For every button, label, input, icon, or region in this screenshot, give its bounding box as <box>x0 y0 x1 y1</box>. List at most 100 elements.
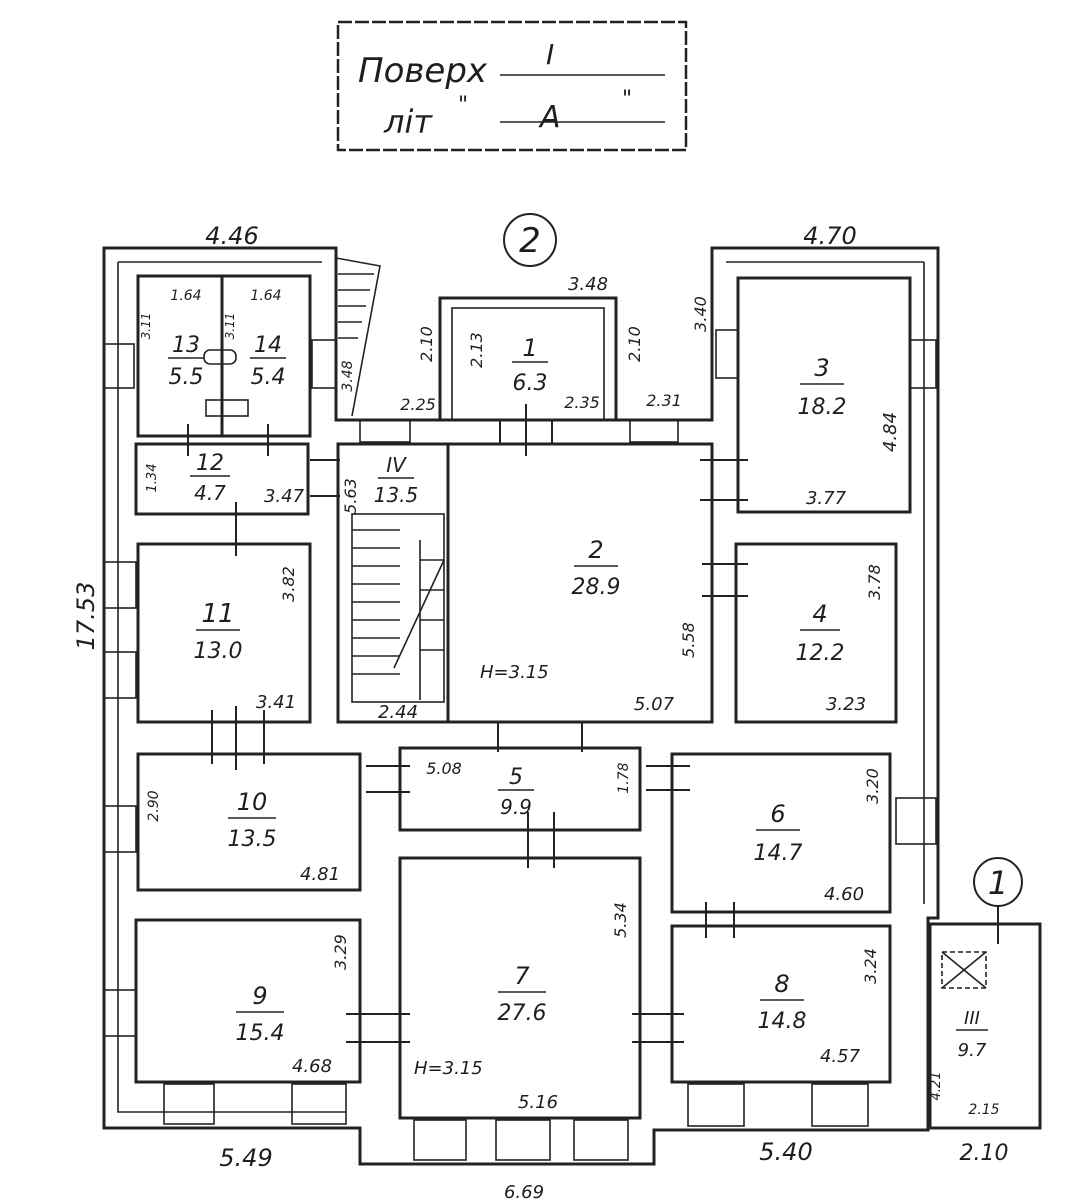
room-5-number: 5 <box>509 765 523 790</box>
room-1-walls <box>438 296 618 422</box>
dim-IV-bottom: 2.44 <box>378 702 418 723</box>
dim-bottom-left: 5.49 <box>219 1144 272 1172</box>
dim-bottom-center: 6.69 <box>504 1182 544 1200</box>
dim-3-right: 4.84 <box>880 412 901 452</box>
dim-7-right: 5.34 <box>611 902 630 938</box>
bathroom-fixtures <box>203 349 249 417</box>
dim-10-left: 2.90 <box>146 790 162 821</box>
room-4-walls <box>734 542 898 724</box>
dim-6-bottom: 4.60 <box>824 884 864 905</box>
room-11-walls <box>136 542 312 724</box>
dim-12-width: 3.47 <box>264 486 305 507</box>
room-III-area: 9.7 <box>958 1040 987 1061</box>
room-5-walls <box>398 746 642 832</box>
room-7-number: 7 <box>514 962 530 990</box>
dim-11-bottom: 3.41 <box>256 692 296 713</box>
room-4-number: 4 <box>812 600 827 628</box>
top-stair <box>335 257 381 417</box>
dim-1-bottom: 2.35 <box>564 393 600 412</box>
room-12-walls <box>134 442 310 516</box>
dim-13-height: 3.11 <box>139 313 153 340</box>
dim-8-right: 3.24 <box>861 948 880 984</box>
room-13-number: 13 <box>172 333 200 358</box>
doors <box>187 404 890 1043</box>
room-5-area: 9.9 <box>500 795 532 819</box>
floor-stamp: Поверх I літ " А " <box>336 20 688 152</box>
room-10-walls <box>136 752 362 892</box>
inner-stair <box>351 513 445 703</box>
dim-12-height: 1.34 <box>145 464 160 493</box>
window-icon <box>909 339 937 389</box>
room-2-area: 28.9 <box>572 575 621 600</box>
dim-bottom-annex: 2.10 <box>960 1141 1009 1166</box>
room-7-height: H=3.15 <box>414 1058 483 1079</box>
dim-5-width: 5.08 <box>426 759 462 778</box>
ditto-mark: " <box>458 93 468 118</box>
ditto-mark-2: " <box>622 87 632 112</box>
entrance-markers: 2 1 <box>503 213 1023 944</box>
room-7-area: 27.6 <box>498 1001 547 1026</box>
room-3-walls <box>736 276 912 514</box>
window-icon <box>103 343 135 389</box>
room-6-area: 14.7 <box>754 841 803 866</box>
window-icon <box>103 651 137 699</box>
dim-III-height: 4.21 <box>929 1072 944 1101</box>
room-2-height: H=3.15 <box>480 662 549 683</box>
dim-4-right: 3.78 <box>865 564 884 600</box>
window-icon <box>687 1083 745 1127</box>
floor-label: Поверх <box>358 51 488 91</box>
dim-9-bottom: 4.68 <box>292 1056 332 1077</box>
rooms <box>134 274 1042 1130</box>
window-icon <box>495 1119 551 1161</box>
room-10-area: 13.5 <box>228 827 277 852</box>
room-6-walls <box>670 752 892 914</box>
outer-walls <box>102 246 940 1166</box>
floor-value: I <box>546 38 554 71</box>
dim-13-width: 1.64 <box>170 288 201 304</box>
room-12-area: 4.7 <box>194 481 226 505</box>
dim-5-height: 1.78 <box>616 762 632 793</box>
room-14-number: 14 <box>254 333 282 358</box>
dim-1-right-wall: 2.31 <box>646 391 682 410</box>
room-11-area: 13.0 <box>194 639 243 664</box>
window-icon <box>715 329 739 379</box>
dim-9-right: 3.29 <box>331 934 350 970</box>
windows <box>103 329 937 1161</box>
letter-label: літ <box>383 103 433 141</box>
dim-1-left-wall: 2.25 <box>400 395 436 414</box>
dim-bottom-right: 5.40 <box>759 1138 812 1166</box>
letter-value: А <box>538 100 561 135</box>
entrance-2-circle <box>503 213 557 267</box>
room-6-number: 6 <box>770 800 785 828</box>
dim-stair-top: 3.48 <box>340 360 356 391</box>
dim-4-bottom: 3.23 <box>826 694 866 715</box>
room-labels: 13 5.5 14 5.4 1 6.3 3 18.2 12 4.7 IV 13.… <box>168 333 988 1079</box>
dimension-labels: 4.46 4.70 17.53 5.49 5.40 2.10 6.69 1.64… <box>72 222 1008 1200</box>
dim-2-right: 5.58 <box>679 622 698 658</box>
dim-left-height: 17.53 <box>72 582 100 651</box>
room-11-number: 11 <box>201 599 234 629</box>
room-9-walls <box>134 918 362 1084</box>
window-icon <box>311 339 337 389</box>
dim-1-outer-left: 2.10 <box>417 326 436 362</box>
room-4-area: 12.2 <box>796 641 845 666</box>
room-III-walls <box>928 922 1042 1130</box>
window-icon <box>359 419 411 443</box>
window-icon <box>163 1083 215 1125</box>
dim-1-top: 3.48 <box>568 274 608 295</box>
dim-2-bottom: 5.07 <box>634 694 675 715</box>
room-7-walls <box>398 856 642 1120</box>
dim-top-right: 4.70 <box>803 222 856 250</box>
room-2-number: 2 <box>588 536 603 564</box>
dim-14-width: 1.64 <box>250 288 281 304</box>
dim-3-left: 3.40 <box>691 296 710 332</box>
room-13-area: 5.5 <box>169 365 204 390</box>
window-icon <box>291 1083 347 1125</box>
room-8-number: 8 <box>774 970 789 998</box>
window-icon <box>573 1119 629 1161</box>
room-III-number: III <box>964 1008 980 1029</box>
room-8-walls <box>670 924 892 1084</box>
dim-8-bottom: 4.57 <box>820 1046 861 1067</box>
room-2-walls <box>446 442 714 724</box>
